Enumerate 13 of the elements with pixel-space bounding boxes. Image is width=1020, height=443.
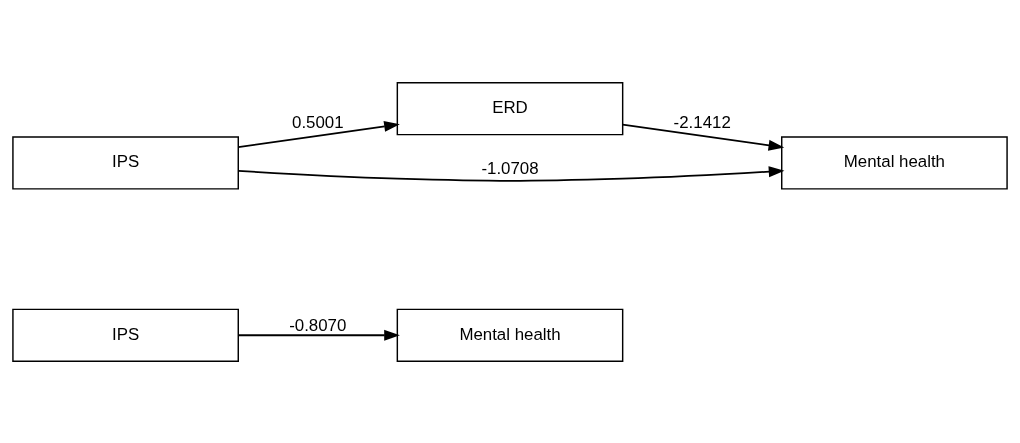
edge-label: -0.8070 — [289, 315, 347, 335]
edge-label: -2.1412 — [673, 112, 731, 132]
arrow — [621, 123, 785, 151]
edge-label: 0.5001 — [292, 112, 344, 132]
node-box: IPS — [12, 135, 239, 190]
node-box: ERD — [396, 81, 624, 135]
node-box: Mental health — [781, 135, 1008, 190]
edge-label: -1.0708 — [481, 158, 539, 178]
arrow — [237, 120, 400, 148]
arrow — [237, 165, 785, 182]
arrow — [237, 329, 400, 341]
node-box: IPS — [12, 308, 239, 362]
node-box: Mental health — [396, 308, 624, 362]
